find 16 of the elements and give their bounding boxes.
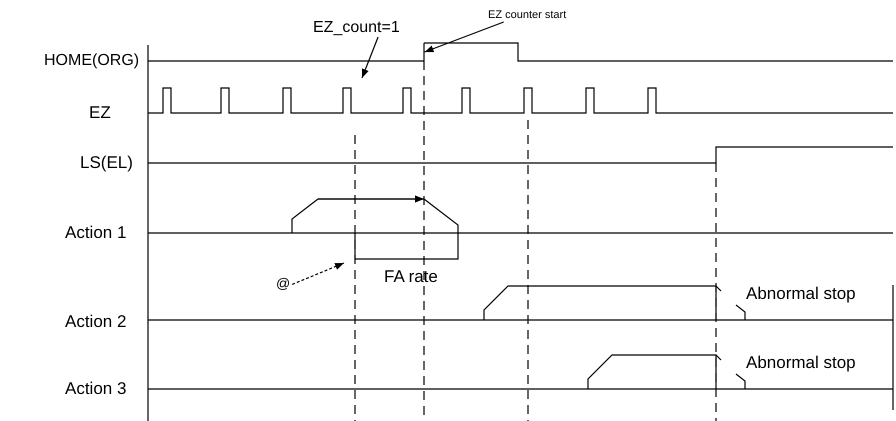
signal-name: LS(EL) <box>80 154 133 171</box>
signal-name: HOME(ORG) <box>44 53 140 69</box>
signal-name: Action 3 <box>65 380 126 397</box>
annotation-text: EZ counter start <box>488 10 566 21</box>
leader-line <box>292 262 344 285</box>
annotation-text: @ <box>276 276 290 290</box>
signal-name: Action 2 <box>65 313 126 330</box>
leader-line <box>361 36 379 78</box>
leader-line <box>424 21 504 53</box>
rising-edge <box>423 43 425 61</box>
annotation-text: Abnormal stop <box>746 285 856 302</box>
signal-name: EZ <box>89 104 111 121</box>
annotation-text: FA rate <box>384 268 438 285</box>
annotation-text: EZ_count=1 <box>313 20 400 36</box>
annotation-text: Abnormal stop <box>746 354 856 371</box>
signal-name: Action 1 <box>65 224 126 241</box>
